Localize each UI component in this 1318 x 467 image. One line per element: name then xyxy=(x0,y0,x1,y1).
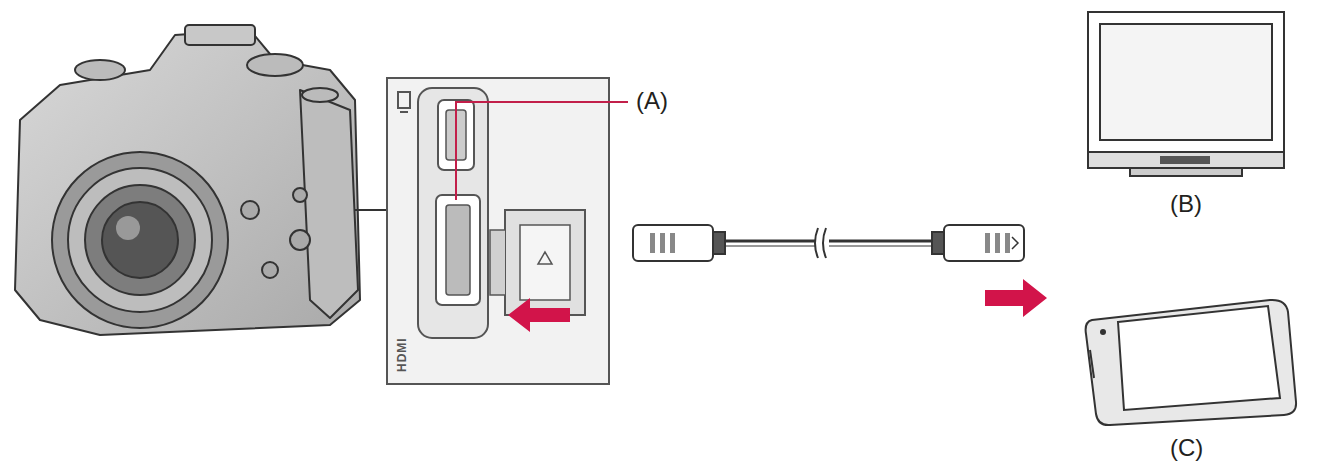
callout-letter: (A) xyxy=(636,89,668,113)
callout-letter: (C) xyxy=(1170,436,1203,460)
callout-letter: (B) xyxy=(1170,192,1202,216)
leader-line xyxy=(456,102,628,200)
output-arrow xyxy=(985,279,1047,317)
hdmi-cable xyxy=(633,225,1024,261)
camera xyxy=(15,25,360,335)
television xyxy=(1088,12,1284,176)
insert-arrow xyxy=(508,298,570,332)
port-panel xyxy=(387,78,609,384)
port-name: HDMI xyxy=(396,337,408,372)
external-monitor xyxy=(1086,300,1296,425)
